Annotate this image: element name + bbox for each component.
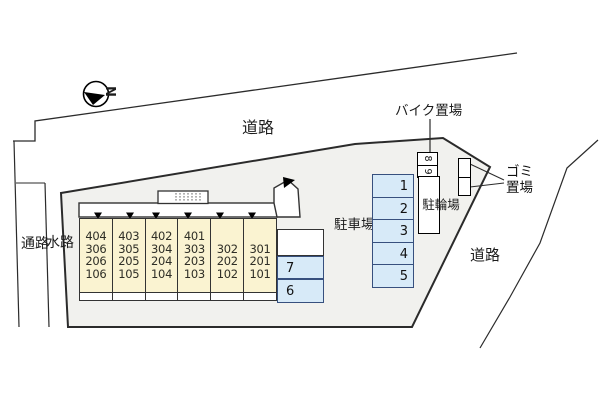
parking-space-number: 7 [286, 261, 295, 276]
garbage-pointer-lines [469, 163, 505, 188]
building-unit-grid: 404 306 206 106 403 305 205 105 402 304 … [79, 218, 277, 293]
unit-number: 105 [118, 267, 140, 282]
entrance-markers [94, 212, 256, 219]
entrance-marker-icon [152, 212, 160, 219]
stairwell [157, 190, 209, 205]
unit-number: 304 [151, 241, 173, 256]
unit-number: 302 [216, 241, 238, 256]
entrance-marker-icon [184, 212, 192, 219]
unit-number: 402 [151, 229, 173, 243]
unit-column-2: 403 305 205 105 [113, 219, 146, 292]
balcony-strip [79, 292, 277, 301]
right-road-edge [479, 139, 599, 349]
unit-number: 206 [85, 254, 107, 269]
unit-column-4: 401 303 203 103 [178, 219, 212, 292]
bicycle-parking-box: 駐輪場 [418, 176, 460, 234]
bicycle-parking-label: 駐輪場 [422, 197, 460, 212]
stair-treads [175, 193, 201, 202]
garbage-area-label: ゴミ 置場 [506, 164, 533, 197]
garbage-area-label-line2: 置場 [506, 179, 533, 196]
building-end-room [277, 229, 324, 256]
waterway-west-edge [44, 182, 50, 328]
parking-lot-label: 駐車場 [334, 217, 375, 233]
road-label-top: 道路 [242, 118, 275, 137]
corridor [78, 202, 278, 218]
road-label-right: 道路 [470, 246, 501, 264]
unit-number: 201 [249, 254, 271, 269]
garbage-bin [459, 159, 470, 178]
waterway-label: 水路 [46, 235, 74, 251]
unit-number: 306 [85, 241, 107, 256]
bike-area-label: バイク置場 [395, 103, 463, 119]
entrance-marker-icon [216, 212, 224, 219]
parking-space-6: 6 [277, 279, 324, 303]
bike-space-number: 8 [422, 155, 433, 162]
unit-number: 305 [118, 241, 140, 256]
compass-north-label: N [101, 86, 117, 97]
parking-space-number: 5 [399, 269, 408, 284]
unit-column-3: 402 304 204 104 [146, 219, 179, 292]
parking-space-number: 2 [399, 201, 408, 217]
unit-number: 204 [151, 254, 173, 269]
unit-number: 403 [118, 229, 140, 243]
unit-column-5: 302 202 102 [211, 219, 245, 292]
entrance-stair [273, 179, 301, 218]
unit-number: 203 [183, 254, 205, 269]
parking-space-2: 2 [372, 196, 414, 221]
unit-number: 301 [249, 241, 271, 256]
parking-space-number: 3 [399, 224, 408, 239]
parking-space-4: 4 [372, 241, 414, 266]
unit-number: 101 [249, 267, 271, 282]
garbage-bins [458, 158, 471, 196]
unit-number [211, 230, 243, 243]
parking-space-number: 6 [286, 284, 295, 299]
unit-number [244, 230, 276, 243]
entrance-marker-icon [248, 212, 256, 219]
unit-number: 102 [216, 267, 238, 282]
parking-space-number: 4 [399, 246, 408, 262]
unit-number: 303 [183, 241, 205, 256]
parking-space-1: 1 [372, 174, 414, 198]
parking-space-stack: 1 2 3 4 5 [372, 174, 414, 288]
passage-west-edge [13, 140, 20, 328]
unit-number: 103 [183, 267, 205, 282]
parking-space-number: 1 [399, 179, 408, 194]
unit-number: 202 [216, 254, 238, 269]
unit-number: 104 [151, 267, 173, 282]
garbage-bin [459, 178, 470, 196]
passage-label: 通路 [21, 236, 49, 252]
bike-space-8: 8 [418, 153, 437, 166]
garbage-area-label-line1: ゴミ [506, 164, 533, 180]
bike-space-stack: 8 9 [417, 152, 438, 178]
unit-number: 401 [183, 229, 205, 243]
entrance-marker-icon [94, 212, 102, 219]
entrance-arrow-icon [283, 177, 295, 188]
unit-number: 106 [85, 267, 107, 282]
compass-icon [82, 80, 110, 108]
unit-column-6: 301 201 101 [244, 219, 276, 292]
unit-number: 404 [85, 229, 107, 243]
unit-column-1: 404 306 206 106 [80, 219, 113, 292]
unit-number: 205 [118, 254, 140, 269]
parking-space-3: 3 [372, 219, 414, 243]
top-road-edge [13, 52, 518, 142]
entrance-marker-icon [126, 212, 134, 219]
parking-space-7: 7 [277, 256, 324, 279]
parking-space-5: 5 [372, 264, 414, 288]
